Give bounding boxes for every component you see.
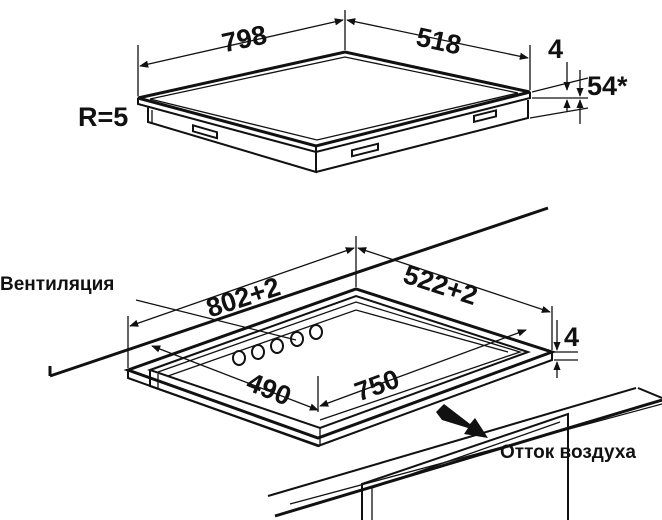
air-outflow-arrow-icon	[436, 404, 488, 438]
hob-vent-slot-right	[473, 109, 497, 124]
hob-depth-label: 518	[414, 22, 464, 61]
cutout-width-label: 802+2	[203, 271, 284, 323]
hob-glass-thickness-label: 4	[548, 34, 563, 64]
hob-vent-slot-middle	[351, 142, 379, 158]
ventilation-label: Вентиляция	[0, 274, 114, 295]
cutout-depth-label: 522+2	[400, 259, 481, 311]
vent-hole-2	[251, 344, 265, 360]
air-outflow-label: Отток воздуха	[500, 442, 636, 463]
cutout-opening	[123, 287, 557, 440]
hob-height-label: 54*	[587, 71, 628, 101]
corner-radius-label: R=5	[78, 102, 128, 132]
hob-vent-slot-left	[192, 124, 218, 140]
vent-hole-3	[270, 338, 284, 354]
hob-width-label: 798	[219, 20, 269, 59]
cutout-depth-offset-label: 4	[564, 322, 579, 352]
hob-body	[147, 100, 529, 174]
vent-hole-5	[309, 324, 323, 340]
ventilation-holes	[232, 324, 323, 366]
cutout-drawing: Вентиляция 802+2 522+2 4 490 750 Отток в…	[0, 206, 662, 520]
hob-drawing: 798 518 4 54* R=5	[78, 10, 628, 174]
vent-hole-1	[232, 350, 246, 366]
cabinet	[361, 412, 569, 520]
